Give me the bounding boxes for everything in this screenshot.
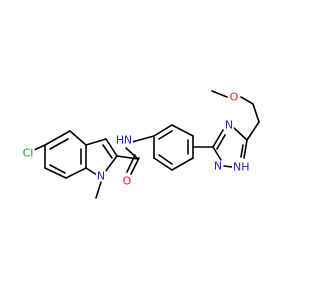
bond [131,135,155,143]
bond-layer [33,90,260,199]
bond [212,129,224,148]
bond [49,138,69,150]
bond [153,124,173,137]
carbonyl-oxygen-atom: O [121,174,133,188]
bond [252,103,260,123]
bond [69,130,87,146]
indole-nitrogen-atom: N [95,169,107,183]
bond [65,167,87,179]
bond [211,90,228,98]
bond [240,144,244,158]
triazole-nitrogen-2-atom: N [212,159,224,173]
bond [171,124,194,137]
molecule-diagram: Cl N O N H N N NH O [21,90,260,199]
bond [116,155,139,160]
triazole-nitrogen-4-atom: N [223,118,235,132]
bond [216,134,226,150]
bond [243,139,248,159]
bond [233,127,248,141]
bond [105,138,118,157]
bond [153,157,173,171]
bond [85,167,98,176]
bond [171,157,194,171]
bond [49,164,66,174]
bond [223,165,233,168]
bond [158,130,173,140]
bond [104,155,118,173]
amide-hydrogen-atom: H [114,133,126,147]
amide-nitrogen-atom: N [122,133,134,147]
bond [85,138,107,146]
triazole-nh-atom: NH [232,160,251,174]
bond [130,157,140,175]
bond [126,154,136,173]
methoxy-oxygen-atom: O [228,90,240,104]
bond [158,154,173,165]
bond [212,146,222,161]
bond [44,167,67,179]
bond [102,144,113,159]
bond [33,144,46,151]
bond [246,121,260,141]
bond [44,130,71,146]
bond [95,181,102,199]
chlorine-atom: Cl [21,146,35,160]
bond [125,147,139,160]
bond [240,96,254,105]
